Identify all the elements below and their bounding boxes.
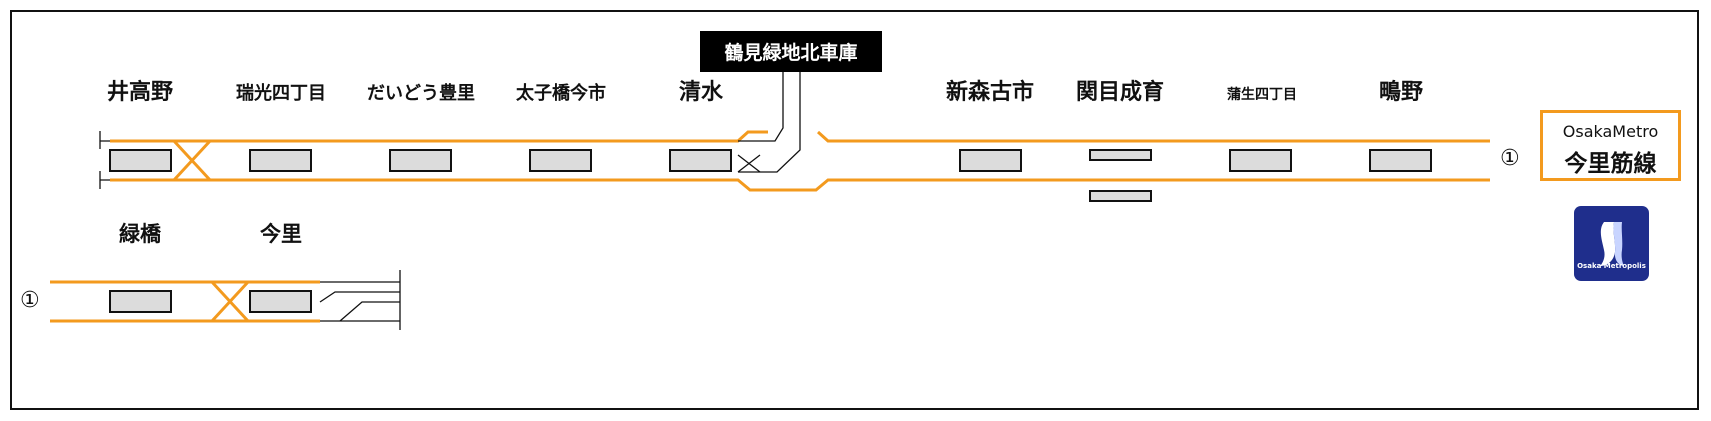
station-label: 鴫野	[1378, 80, 1424, 105]
station-label: 清水	[678, 80, 724, 105]
depot-label: 鶴見緑地北車庫	[700, 31, 882, 72]
platform-shigino	[1369, 149, 1432, 172]
platform-sekime-inner	[1089, 149, 1152, 161]
logo-mark	[1600, 222, 1624, 266]
station-label: 今里	[260, 222, 302, 246]
station-label: 井高野	[106, 80, 174, 105]
osaka-metro-logo-icon: Osaka Metropolis	[1574, 206, 1649, 281]
upper-track-north	[110, 130, 1490, 143]
lower-crossover	[210, 280, 250, 323]
platform-ikouno	[109, 149, 172, 172]
line-name: 今里筋線	[1564, 151, 1657, 177]
continuation-mark-lower: ①	[20, 288, 40, 313]
station-label: 関目成育	[1075, 80, 1165, 105]
upper-bumpers	[99, 131, 110, 189]
lower-platforms	[109, 290, 312, 313]
station-label: 瑞光四丁目	[236, 83, 326, 104]
station-label: 緑橋	[119, 222, 161, 246]
platform-gamo	[1229, 149, 1292, 172]
station-label: 蒲生四丁目	[1227, 87, 1297, 103]
platform-daido	[389, 149, 452, 172]
platform-taishibashi	[529, 149, 592, 172]
platform-midoribashi	[109, 290, 172, 313]
platform-zuiko	[249, 149, 312, 172]
upper-track-south	[110, 178, 1490, 192]
depot-lead	[737, 72, 801, 173]
upper-crossover	[172, 139, 212, 182]
station-label: 新森古市	[945, 80, 1035, 105]
lower-sidings	[319, 270, 401, 330]
platform-imazato	[249, 290, 312, 313]
station-label: だいどう豊里	[367, 83, 475, 104]
upper-platforms	[109, 149, 1432, 202]
diagram-frame	[10, 10, 1699, 410]
continuation-mark-upper: ①	[1500, 146, 1520, 171]
line-badge: OsakaMetro 今里筋線	[1540, 110, 1681, 181]
logo-caption: Osaka Metropolis	[1577, 262, 1646, 270]
platform-shimizu	[669, 149, 732, 172]
operator-name: OsakaMetro	[1562, 122, 1659, 141]
platform-shinmori	[959, 149, 1022, 172]
platform-sekime-outer	[1089, 190, 1152, 202]
lower-tracks	[50, 280, 320, 323]
station-label: 太子橋今市	[516, 83, 606, 104]
upper-tracks	[110, 130, 1490, 192]
